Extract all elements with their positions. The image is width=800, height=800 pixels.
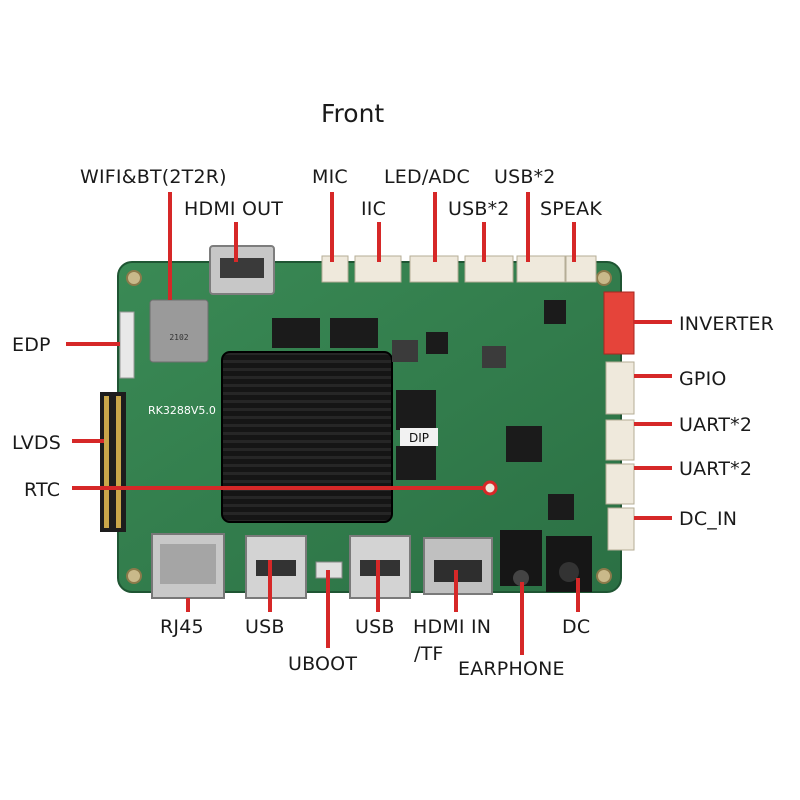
top-connectors xyxy=(321,255,597,283)
dip-marking: DIP xyxy=(400,428,438,446)
label-uart-x2-b: UART*2 xyxy=(679,458,753,480)
chips xyxy=(272,300,574,520)
right-connectors xyxy=(603,291,635,551)
label-rj45: RJ45 xyxy=(160,616,204,638)
label-iic: IIC xyxy=(361,198,387,220)
label-speak: SPEAK xyxy=(540,198,602,220)
board-marking: RK3288V5.0 xyxy=(148,404,216,417)
cpu-heatsink xyxy=(221,351,393,523)
label-hdmi-out: HDMI OUT xyxy=(184,198,284,220)
label-uart-x2-a: UART*2 xyxy=(679,414,753,436)
leader-lines xyxy=(66,192,672,655)
edp-connector xyxy=(119,311,135,379)
label-wifi-bt: WIFI&BT(2T2R) xyxy=(80,166,227,188)
label-rtc: RTC xyxy=(24,479,61,501)
label-usb-x2-top-mid: USB*2 xyxy=(448,198,510,220)
label-usb-left: USB xyxy=(245,616,285,638)
wifi-bt-module: 2102 xyxy=(149,299,209,363)
label-usb-mid: USB xyxy=(355,616,395,638)
label-mic: MIC xyxy=(312,166,348,188)
label-earphone: EARPHONE xyxy=(458,658,565,680)
label-dc-in: DC_IN xyxy=(679,508,738,530)
label-usb-x2-top-right: USB*2 xyxy=(494,166,556,188)
label-lvds: LVDS xyxy=(12,432,61,454)
label-hdmi-in: HDMI IN xyxy=(413,616,492,638)
label-tf: /TF xyxy=(414,643,444,665)
label-edp: EDP xyxy=(12,334,51,356)
hdmi-out-connector xyxy=(209,245,275,295)
rtc-battery-connector xyxy=(482,480,498,496)
svg-text:DIP: DIP xyxy=(409,431,429,445)
label-led-adc: LED/ADC xyxy=(384,166,470,188)
label-uboot: UBOOT xyxy=(288,653,358,675)
label-dc: DC xyxy=(562,616,591,638)
svg-text:2102: 2102 xyxy=(169,333,188,342)
label-gpio: GPIO xyxy=(679,368,727,390)
label-inverter: INVERTER xyxy=(679,313,775,335)
lvds-header xyxy=(100,392,126,532)
page-title: Front xyxy=(321,99,385,128)
